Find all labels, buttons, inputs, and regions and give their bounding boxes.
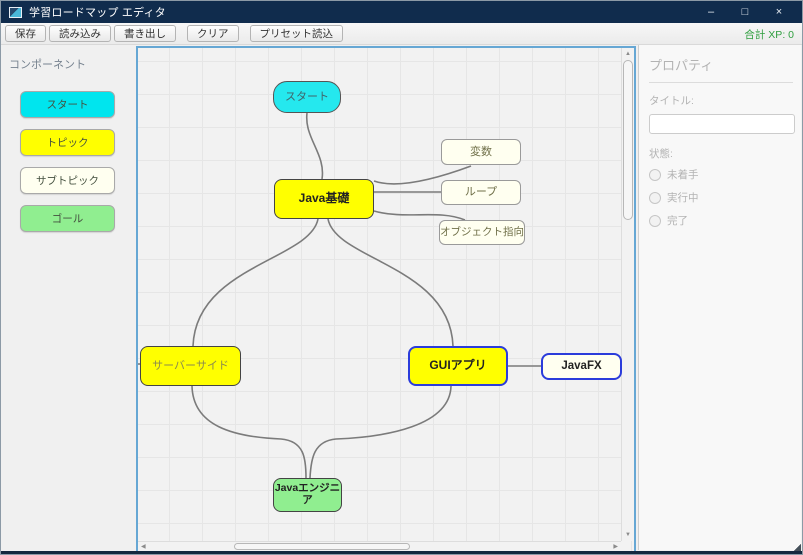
canvas-node-oop[interactable]: オブジェクト指向 <box>439 220 525 245</box>
window-bottom-border <box>1 551 802 554</box>
edge-layer <box>138 112 541 479</box>
edge-javabasics-to-variables <box>373 165 472 185</box>
vertical-scroll-thumb[interactable] <box>623 60 633 220</box>
status-option-done[interactable]: 完了 <box>649 213 793 228</box>
edge-javabasics-to-gui <box>327 218 454 347</box>
component-sidebar: コンポーネント スタートトピックサブトピックゴール <box>1 45 134 550</box>
canvas-node-variables[interactable]: 変数 <box>441 139 521 165</box>
status-option-not-started[interactable]: 未着手 <box>649 167 793 182</box>
edge-server-to-engineer <box>191 385 307 479</box>
status-option-in-progress[interactable]: 実行中 <box>649 190 793 205</box>
scroll-up-icon[interactable]: ▲ <box>625 51 631 57</box>
component-button-goal[interactable]: ゴール <box>20 205 115 232</box>
title-field-label: タイトル: <box>649 95 694 107</box>
edge-start-to-javabasics <box>306 112 324 180</box>
edge-javabasics-to-oop <box>373 210 466 221</box>
canvas-node-server-side[interactable]: サーバーサイド <box>140 346 241 386</box>
scroll-left-icon[interactable]: ◀ <box>141 544 146 550</box>
edge-javabasics-to-server <box>192 218 319 347</box>
roadmap-canvas[interactable]: ▲ ▼ ◀ ▶ スタート Java基礎 変数ループオブジェクト指向サーバーサイド GU… <box>136 46 636 553</box>
status-options: 未着手実行中完了 <box>649 167 793 228</box>
properties-panel: プロパティ タイトル: 状態: 未着手実行中完了 <box>638 45 801 550</box>
edge-gui-to-engineer <box>309 385 452 479</box>
window-controls: – □ × <box>694 1 796 23</box>
scroll-down-icon[interactable]: ▼ <box>625 532 631 538</box>
toolbar: 保存読み込み書き出しクリアプリセット読込 合計 XP: 0 <box>1 23 802 45</box>
scroll-right-icon[interactable]: ▶ <box>613 544 618 550</box>
resize-grip[interactable] <box>793 543 801 551</box>
node-title-input[interactable] <box>649 114 795 134</box>
radio-label: 完了 <box>667 215 688 227</box>
canvas-node-javafx[interactable]: JavaFX <box>541 353 622 380</box>
component-button-start[interactable]: スタート <box>20 91 115 118</box>
canvas-node-start[interactable]: スタート <box>273 81 341 113</box>
total-xp-label: 合計 XP: 0 <box>744 29 794 41</box>
canvas-node-gui-app[interactable]: GUIアプリ <box>408 346 508 386</box>
app-icon <box>9 6 22 18</box>
toolbar-button-save[interactable]: 保存 <box>5 25 46 42</box>
horizontal-scrollbar[interactable]: ◀ ▶ <box>138 541 621 551</box>
divider <box>649 82 793 83</box>
toolbar-button-clear[interactable]: クリア <box>187 25 239 42</box>
radio-label: 未着手 <box>667 169 699 181</box>
status-label: 状態: <box>649 148 673 160</box>
sidebar-items: スタートトピックサブトピックゴール <box>1 91 134 232</box>
radio-icon[interactable] <box>649 214 661 227</box>
horizontal-scroll-thumb[interactable] <box>234 543 410 550</box>
component-button-subtopic[interactable]: サブトピック <box>20 167 115 194</box>
properties-title: プロパティ <box>649 58 714 73</box>
toolbar-button-load-preset[interactable]: プリセット読込 <box>249 25 343 42</box>
toolbar-button-export[interactable]: 書き出し <box>114 25 176 42</box>
component-button-topic[interactable]: トピック <box>20 129 115 156</box>
radio-icon[interactable] <box>649 191 661 204</box>
canvas-node-loops[interactable]: ループ <box>441 180 521 205</box>
canvas-node-java-engineer[interactable]: Javaエンジニア <box>273 478 342 512</box>
radio-label: 実行中 <box>667 192 699 204</box>
toolbar-buttons: 保存読み込み書き出しクリアプリセット読込 <box>5 25 346 42</box>
toolbar-button-load[interactable]: 読み込み <box>49 25 111 42</box>
sidebar-title: コンポーネント <box>9 59 86 71</box>
title-bar: 学習ロードマップ エディタ – □ × <box>1 1 802 23</box>
close-button[interactable]: × <box>775 6 783 18</box>
radio-icon[interactable] <box>649 168 661 181</box>
minimize-button[interactable]: – <box>707 6 715 18</box>
maximize-button[interactable]: □ <box>741 6 749 18</box>
window-title: 学習ロードマップ エディタ <box>29 7 166 19</box>
canvas-node-java-basics[interactable]: Java基礎 <box>274 179 374 219</box>
vertical-scrollbar[interactable]: ▲ ▼ <box>621 48 634 541</box>
